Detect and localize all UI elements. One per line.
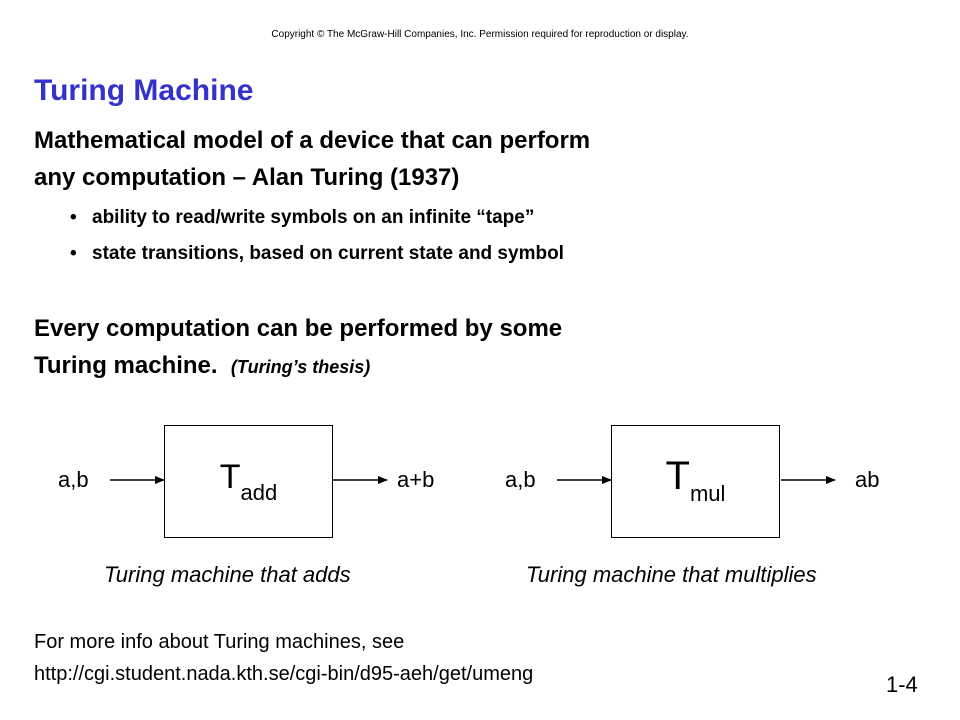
more-info: For more info about Turing machines, see…: [34, 626, 533, 690]
add-machine-symbol: T: [219, 458, 241, 496]
mul-caption: Turing machine that multiplies: [526, 562, 817, 587]
add-machine-box: Tadd: [164, 425, 333, 538]
mul-output-label: ab: [855, 467, 880, 492]
more-info-url: http://cgi.student.nada.kth.se/cgi-bin/d…: [34, 663, 534, 685]
mul-machine-subscript: mul: [689, 481, 726, 506]
intro-line-2: any computation – Alan Turing (1937): [34, 164, 460, 191]
thesis-line-2: Turing machine. (Turing’s thesis): [34, 347, 562, 386]
intro-text: Mathematical model of a device that can …: [34, 122, 590, 196]
bullet-item: • ability to read/write symbols on an inf…: [70, 200, 564, 236]
add-machine-subscript: add: [240, 480, 278, 505]
mul-machine-symbol: T: [665, 454, 690, 498]
bullet-dot-icon: •: [70, 243, 77, 264]
bullet-text: ability to read/write symbols on an infi…: [92, 207, 535, 228]
add-output-label: a+b: [397, 467, 435, 492]
bullet-list: • ability to read/write symbols on an inf…: [70, 200, 564, 272]
slide-title: Turing Machine: [34, 74, 254, 107]
add-machine-name: Tadd: [165, 458, 332, 505]
mul-machine-name: Tmul: [612, 454, 779, 506]
copyright-notice: Copyright © The McGraw-Hill Companies, I…: [271, 29, 689, 40]
more-info-text: For more info about Turing machines, see: [34, 631, 405, 653]
mul-input-label: a,b: [505, 467, 536, 492]
add-input-label: a,b: [58, 467, 89, 492]
bullet-text: state transitions, based on current stat…: [92, 243, 564, 264]
add-caption: Turing machine that adds: [104, 562, 351, 587]
thesis-note: (Turing’s thesis): [230, 357, 371, 377]
bullet-item: • state transitions, based on current sta…: [70, 236, 564, 272]
intro-line-1: Mathematical model of a device that can …: [34, 127, 591, 154]
thesis-text: Every computation can be performed by so…: [34, 310, 562, 386]
thesis-line-1: Every computation can be performed by so…: [34, 315, 563, 342]
mul-machine-box: Tmul: [611, 425, 780, 538]
thesis-line-2-text: Turing machine.: [34, 352, 218, 379]
slide-number: 1-4: [886, 672, 918, 697]
bullet-dot-icon: •: [70, 207, 77, 228]
